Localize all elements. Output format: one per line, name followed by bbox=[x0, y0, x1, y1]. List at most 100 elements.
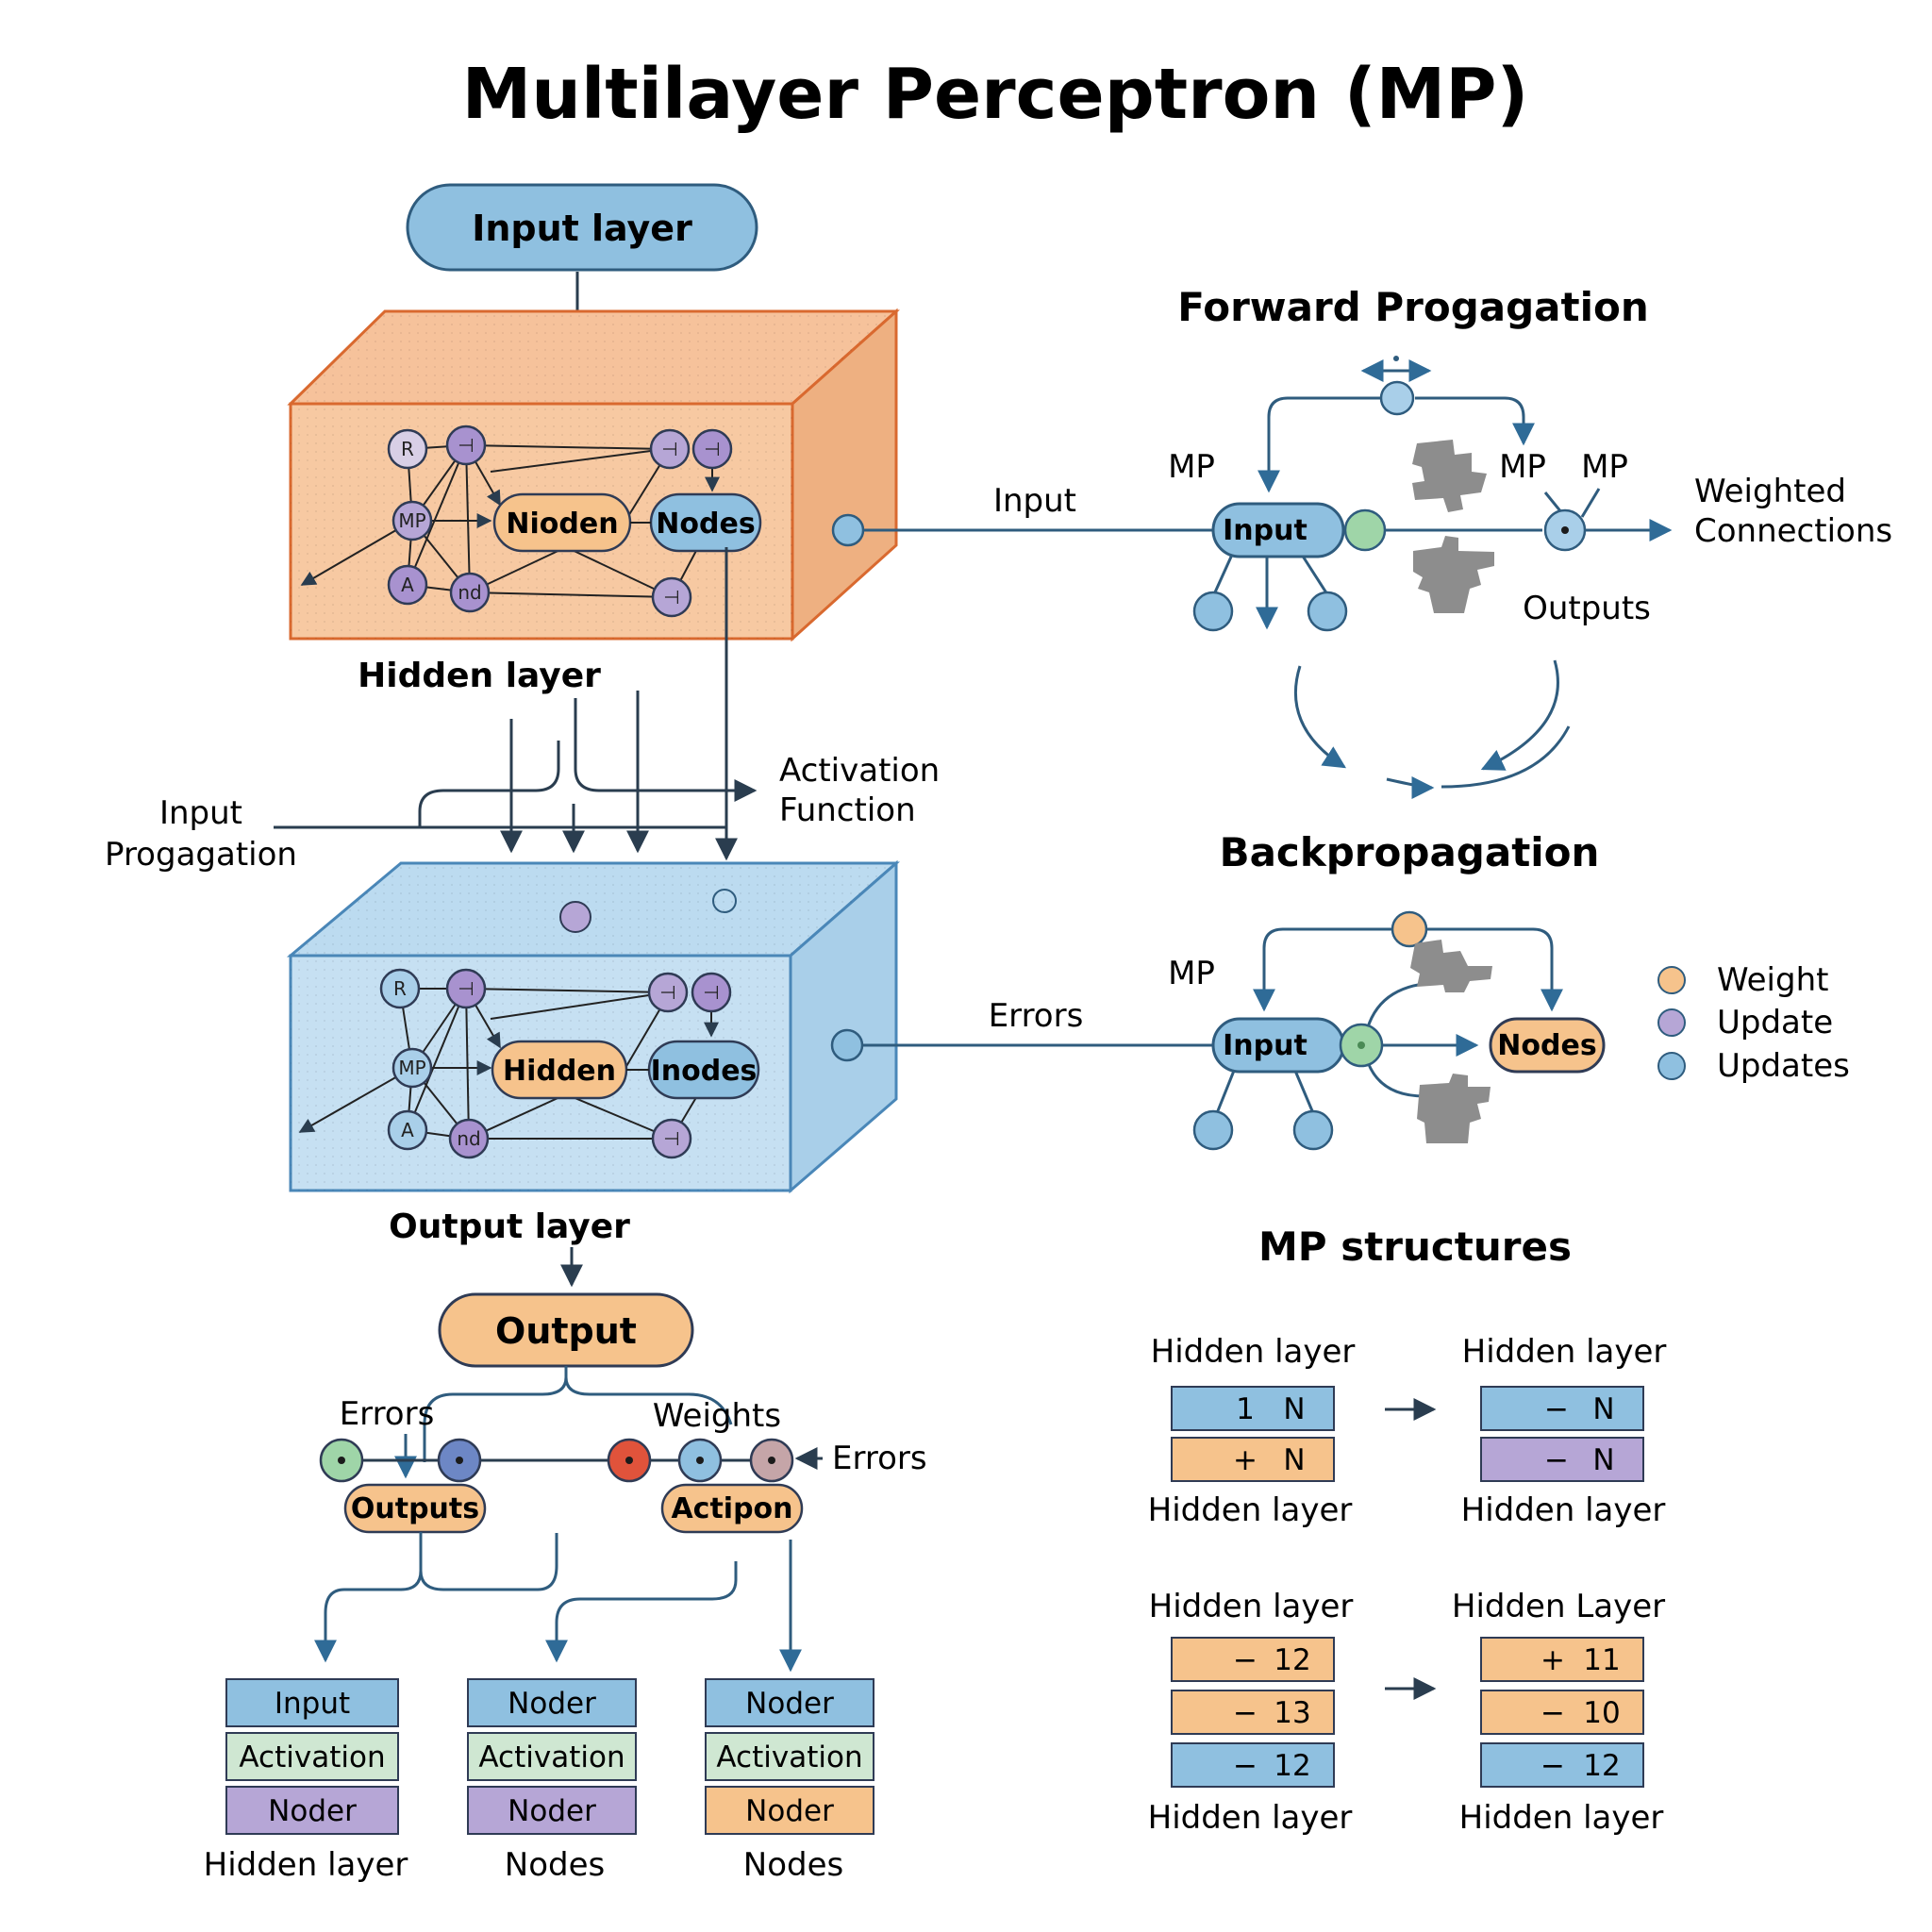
action-pill: Actipon bbox=[660, 1483, 804, 1534]
svg-text:Inodes: Inodes bbox=[651, 1055, 758, 1088]
structure-value: 10 bbox=[1583, 1696, 1620, 1730]
stack-caption: Hidden layer bbox=[204, 1846, 408, 1884]
hidden-node bbox=[391, 500, 433, 541]
hidden-node bbox=[651, 576, 692, 618]
forward-link-label: Input bbox=[993, 482, 1076, 520]
structure-sign: − bbox=[1233, 1696, 1257, 1730]
forward-output-node-center bbox=[1561, 526, 1569, 534]
puzzle-icon bbox=[1410, 940, 1492, 1143]
hidden-node bbox=[445, 425, 487, 466]
outputs-pill: Outputs bbox=[343, 1483, 487, 1534]
legend-swatch-updates bbox=[1657, 1052, 1686, 1080]
stack-3: Noder Activation Noder Nodes bbox=[705, 1678, 874, 1884]
structure-value: 12 bbox=[1583, 1749, 1620, 1783]
svg-text:Nioden: Nioden bbox=[506, 508, 618, 541]
hidden-pill-right: Nodes bbox=[649, 492, 762, 553]
svg-text:Hidden: Hidden bbox=[503, 1055, 616, 1088]
back-mp: MP bbox=[1168, 955, 1215, 992]
stack-row: Noder bbox=[508, 1687, 596, 1721]
forward-child-node-right bbox=[1307, 591, 1348, 632]
output-floating-ring bbox=[712, 889, 737, 913]
puzzle-icon bbox=[1412, 440, 1494, 613]
structure-bottom: Hidden layer − 12 − 13 − 12 Hidden layer… bbox=[1148, 1588, 1666, 1837]
svg-text:Output: Output bbox=[495, 1310, 637, 1352]
structure-header: Hidden Layer bbox=[1452, 1588, 1665, 1625]
legend: Weight Update Updates bbox=[1657, 961, 1850, 1085]
back-input-pill: Input bbox=[1211, 1017, 1345, 1074]
structure-footer: Hidden layer bbox=[1148, 1799, 1353, 1837]
hidden-node-label: nd bbox=[458, 581, 481, 604]
forward-input-pill: Input bbox=[1211, 502, 1345, 558]
forward-child-node-left bbox=[1192, 591, 1234, 632]
stack-caption: Nodes bbox=[743, 1846, 843, 1884]
structure-sign: − bbox=[1544, 1443, 1569, 1477]
hidden-node-label: MP bbox=[398, 509, 425, 532]
hidden-node-label: ⊣ bbox=[663, 586, 679, 608]
hidden-pill-left: Nioden bbox=[492, 492, 632, 553]
structure-footer: Hidden layer bbox=[1459, 1799, 1664, 1837]
hidden-node-label: ⊣ bbox=[458, 434, 474, 457]
hidden-node bbox=[387, 564, 428, 606]
hidden-node bbox=[387, 428, 428, 470]
back-child-node-right bbox=[1292, 1109, 1334, 1151]
hidden-node-label: R bbox=[401, 438, 414, 460]
forward-top-node bbox=[1379, 380, 1415, 416]
output-node-label: R bbox=[393, 977, 407, 1000]
hidden-layer-caption: Hidden layer bbox=[358, 657, 601, 695]
output-node bbox=[647, 972, 689, 1013]
structure-sign: − bbox=[1233, 1643, 1257, 1677]
back-green-node-center bbox=[1357, 1041, 1365, 1049]
forward-mp-a: MP bbox=[1168, 448, 1215, 486]
structure-value: 13 bbox=[1274, 1696, 1310, 1730]
back-top-node bbox=[1391, 910, 1428, 948]
stack-branches bbox=[314, 1532, 802, 1673]
output-node bbox=[379, 968, 421, 1009]
output-node bbox=[445, 968, 487, 1009]
structure-value: 12 bbox=[1274, 1643, 1310, 1677]
output-out-port bbox=[830, 1028, 864, 1062]
structure-header: Hidden layer bbox=[1462, 1333, 1667, 1371]
legend-swatch-update bbox=[1657, 1008, 1686, 1037]
structures-heading: MP structures bbox=[1258, 1224, 1572, 1270]
structure-value: 11 bbox=[1583, 1643, 1620, 1677]
svg-text:Nodes: Nodes bbox=[1497, 1029, 1596, 1062]
output-node-label: ⊣ bbox=[703, 981, 719, 1004]
structure-value: N bbox=[1283, 1443, 1305, 1477]
output-node-label: ⊣ bbox=[458, 977, 474, 1000]
output-node bbox=[691, 972, 732, 1013]
structure-value: 12 bbox=[1274, 1749, 1310, 1783]
hidden-node-label: A bbox=[401, 574, 414, 596]
forward-green-node bbox=[1343, 508, 1387, 552]
output-layer-caption: Output layer bbox=[389, 1208, 630, 1246]
svg-text:Nodes: Nodes bbox=[656, 508, 755, 541]
forward-top-dot bbox=[1393, 356, 1399, 361]
weights-label: Weights bbox=[653, 1397, 781, 1435]
errors-label-right: Errors bbox=[832, 1440, 927, 1477]
structure-sign: − bbox=[1541, 1749, 1565, 1783]
hidden-node-label: ⊣ bbox=[704, 438, 720, 460]
forward-outputs-label: Outputs bbox=[1523, 590, 1651, 627]
structure-sign: 1 bbox=[1236, 1392, 1255, 1426]
output-branches bbox=[394, 1366, 733, 1479]
input-layer-pill: Input layer bbox=[406, 183, 758, 272]
structure-sign: − bbox=[1544, 1392, 1569, 1426]
node-row-centers bbox=[338, 1457, 775, 1464]
output-pill-right: Inodes bbox=[647, 1040, 760, 1100]
structure-header: Hidden layer bbox=[1149, 1588, 1354, 1625]
output-node-label: ⊣ bbox=[659, 981, 675, 1004]
structure-footer: Hidden layer bbox=[1461, 1491, 1666, 1529]
svg-text:Outputs: Outputs bbox=[351, 1492, 479, 1525]
hidden-out-port bbox=[831, 513, 865, 547]
output-node bbox=[387, 1109, 428, 1151]
input-layer-label: Input layer bbox=[472, 208, 692, 249]
output-node-labels: R ⊣ MP ⊣ ⊣ A nd ⊣ bbox=[393, 977, 720, 1150]
structure-value: N bbox=[1592, 1443, 1614, 1477]
structure-header: Hidden layer bbox=[1151, 1333, 1356, 1371]
legend-label: Weight bbox=[1717, 961, 1828, 999]
output-node-label: ⊣ bbox=[663, 1127, 679, 1150]
structure-sign: − bbox=[1541, 1696, 1565, 1730]
hidden-nodes bbox=[387, 425, 733, 618]
